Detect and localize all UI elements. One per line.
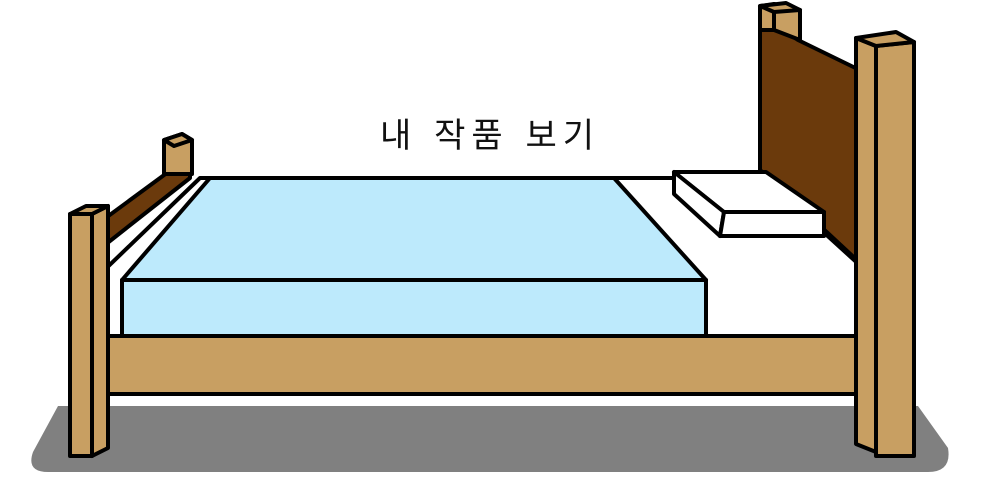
my-works-link[interactable]: 내 작품 보기 [379, 116, 600, 156]
footboard-back-post [162, 132, 194, 176]
blanket-front [120, 278, 708, 340]
blanket-top [120, 176, 708, 282]
back-post-right [758, 1, 802, 42]
floor-shadow [31, 406, 949, 472]
front-right-post [854, 30, 916, 458]
bed-frame-rail [88, 334, 880, 396]
pillow [672, 170, 826, 238]
front-left-post [68, 204, 110, 458]
